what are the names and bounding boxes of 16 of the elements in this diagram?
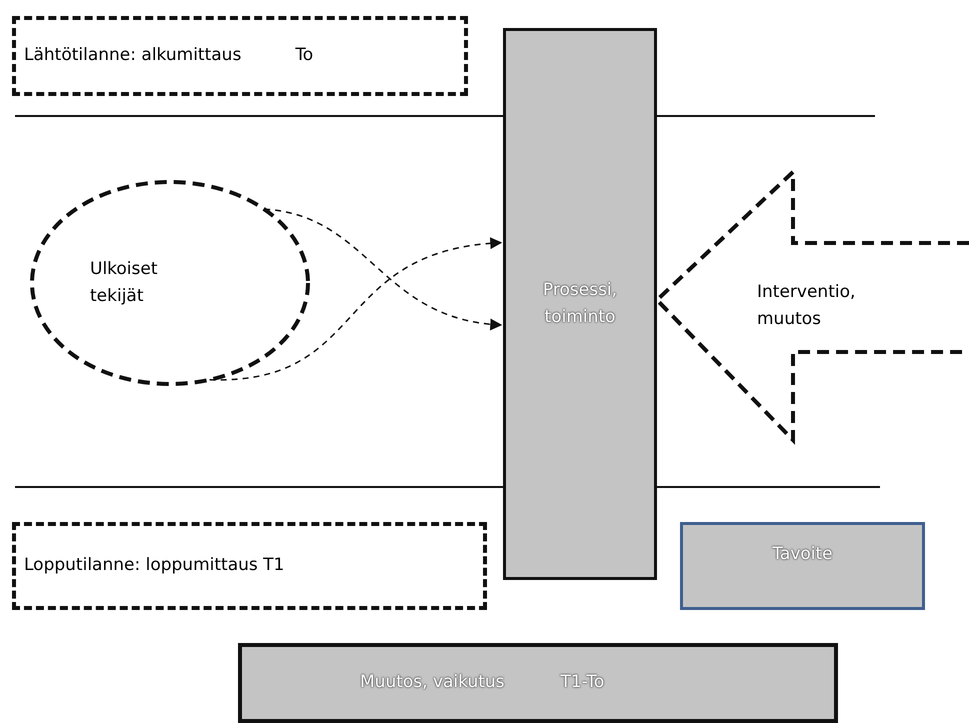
dashed-box [12, 16, 468, 96]
node-label: Lopputilanne: loppumittaus T1 [24, 554, 284, 578]
dashed-box [12, 522, 487, 610]
dashed-arrow [264, 208, 502, 330]
node-label: To [295, 44, 314, 68]
node-label: Lähtötilanne: alkumittaus [24, 44, 242, 68]
node-label: Tavoite [772, 543, 833, 566]
dashed-arrow [210, 238, 502, 380]
process-bar [503, 28, 657, 580]
node-label: Prosessi, toiminto [542, 278, 618, 329]
node-label: T1-To [560, 671, 604, 694]
result-box [238, 643, 838, 723]
node-label: Interventio, muutos [757, 280, 856, 331]
node-label: Ulkoiset tekijät [90, 258, 159, 308]
goal-box [680, 522, 925, 610]
node-label: Muutos, vaikutus [360, 671, 505, 694]
